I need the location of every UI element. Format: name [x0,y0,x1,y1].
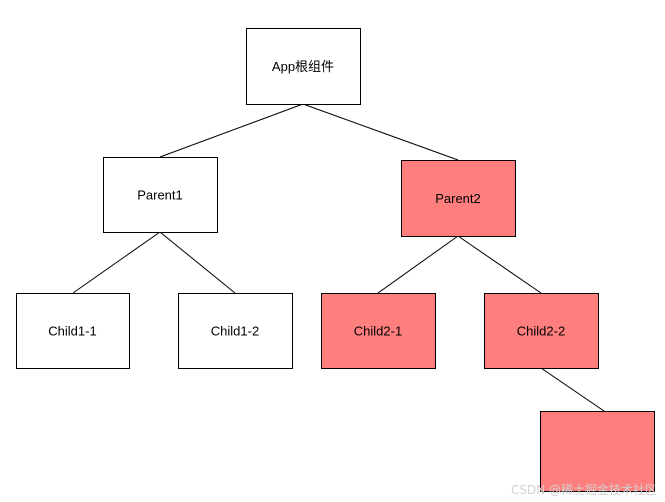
edge-parent2-to-child2-2 [457,235,542,294]
node-label-child1-2: Child1-2 [211,324,259,339]
node-box-parent1 [103,157,218,233]
node-child2-2[interactable]: Child2-2 [484,293,599,369]
node-label-app: App根组件 [272,59,334,74]
node-box-child2-1 [321,293,436,369]
node-label-parent2: Parent2 [435,191,481,206]
node-child1-2[interactable]: Child1-2 [178,293,293,369]
node-label-child1-1: Child1-1 [48,324,96,339]
node-child1-1[interactable]: Child1-1 [16,293,130,369]
edge-parent2-to-child2-1 [377,235,459,294]
node-parent1[interactable]: Parent1 [103,157,218,233]
watermark-text: CSDN @稀土掘金技术社区 [510,483,657,497]
node-box-child2-2 [484,293,599,369]
edge-child2-2-to-grandchild [540,367,605,412]
edge-parent1-to-child1-2 [159,231,236,294]
node-child2-1[interactable]: Child2-1 [321,293,436,369]
node-label-parent1: Parent1 [137,188,183,203]
node-label-child2-2: Child2-2 [517,324,565,339]
node-box-parent2 [401,160,516,237]
edge-app-to-parent2 [302,103,459,161]
edge-parent1-to-child1-1 [72,231,161,294]
node-grandchild[interactable] [540,411,655,492]
node-box-grandchild [540,411,655,492]
node-box-app [246,28,361,105]
edges-layer [72,103,605,412]
node-box-child1-2 [178,293,293,369]
node-app[interactable]: App根组件 [246,28,361,105]
node-label-child2-1: Child2-1 [354,324,402,339]
node-parent2[interactable]: Parent2 [401,160,516,237]
edge-app-to-parent1 [159,103,304,158]
node-box-child1-1 [16,293,130,369]
